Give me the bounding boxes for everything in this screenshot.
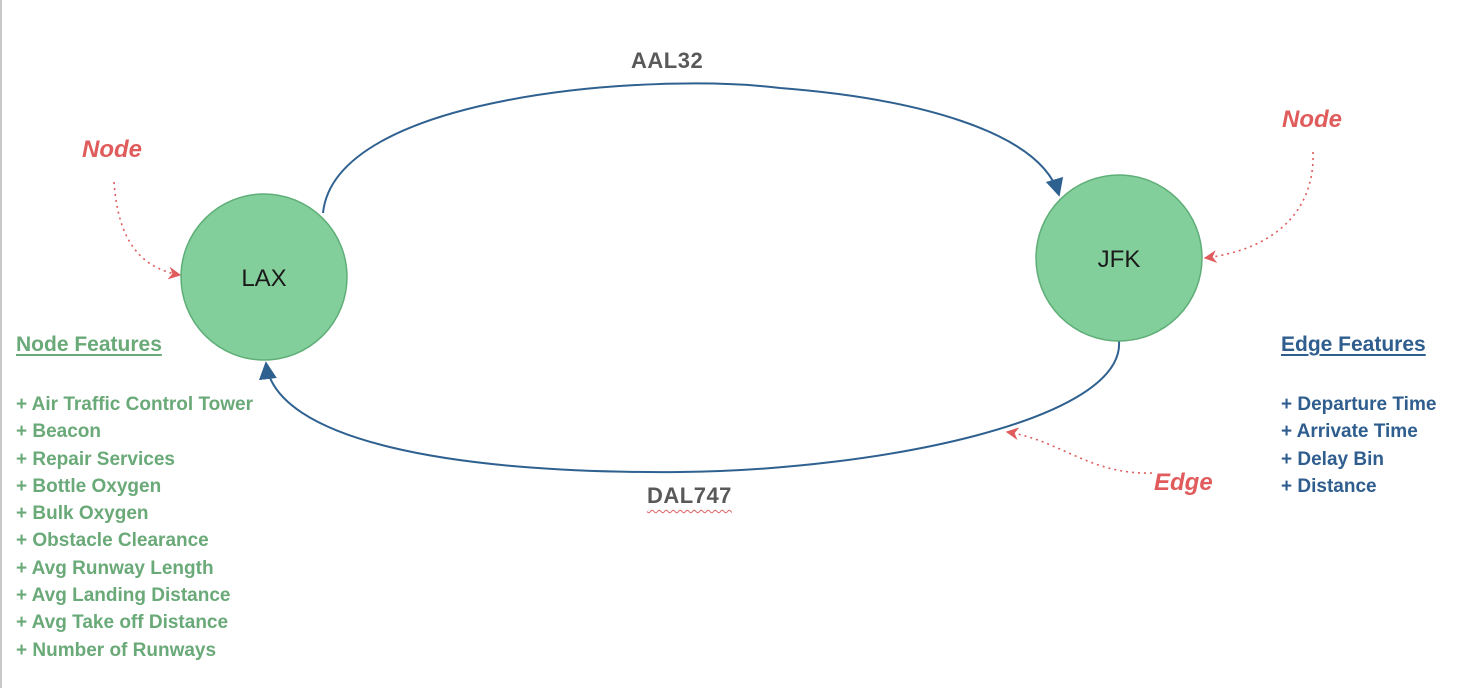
node-feature-item: + Bottle Oxygen [16,475,162,497]
edge-features-list: + Departure Time + Arrivate Time + Delay… [1281,391,1436,500]
node-features-list: + Air Traffic Control Tower + Beacon + R… [16,391,253,664]
node-feature-item: + Air Traffic Control Tower [16,394,253,415]
callout-node-left: Node [82,136,142,163]
node-feature-item: + Bulk Oxygen [16,503,149,525]
node-features-heading: Node Features [16,333,162,356]
callout-arrow-node-right [1203,151,1314,263]
node-lax-label: LAX [241,265,286,292]
node-feature-item: + Repair Services [16,448,175,470]
edge-features-heading: Edge Features [1281,333,1426,356]
node-lax: LAX [180,193,348,361]
node-feature-item: + Avg Runway Length [16,557,214,579]
callout-arrow-edge [1005,427,1153,474]
node-feature-item: + Avg Landing Distance [16,585,231,607]
node-jfk-label: JFK [1098,246,1141,273]
edge-feature-item: + Delay Bin [1281,448,1384,470]
node-feature-item: + Obstacle Clearance [16,530,209,552]
edge-feature-item: + Distance [1281,475,1377,497]
node-jfk: JFK [1035,174,1203,342]
edge-dal747 [258,340,1121,474]
edge-label-aal32: AAL32 [631,48,704,73]
callout-arrow-node-left [113,181,182,280]
edge-aal32 [322,82,1064,214]
callout-node-right: Node [1282,106,1342,133]
node-feature-item: + Avg Take off Distance [16,612,229,634]
node-feature-item: + Beacon [16,421,102,443]
edge-feature-item: + Departure Time [1281,394,1437,415]
node-feature-item: + Number of Runways [16,639,217,661]
edge-label-dal747: DAL747 [647,483,732,508]
edge-feature-item: + Arrivate Time [1281,421,1418,443]
callout-edge: Edge [1154,469,1213,496]
